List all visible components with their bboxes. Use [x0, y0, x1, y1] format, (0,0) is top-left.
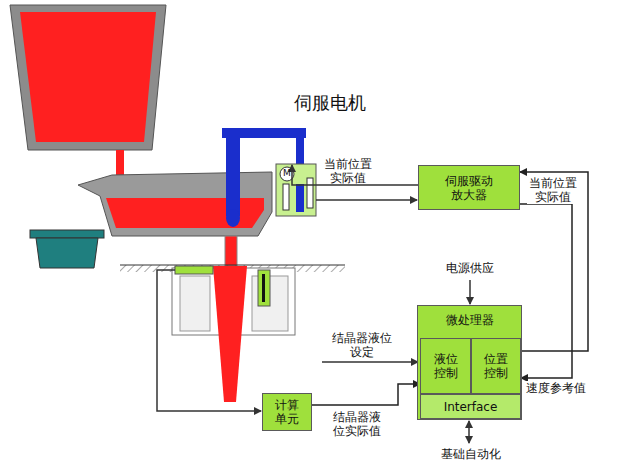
node-text: 伺服驱动 放大器 [443, 174, 495, 202]
ladle [10, 5, 166, 198]
slag-pot [30, 230, 104, 268]
connector-label: 结晶器液 位实际值 [330, 410, 384, 438]
system-label: 基础自动化 [438, 447, 504, 461]
signal-connector [520, 204, 572, 378]
node-text: Interface [426, 400, 516, 414]
power-label: 电源供应 [440, 261, 500, 275]
motor-label: 伺服电机 [282, 92, 378, 114]
control-box: 液位 控制 [420, 338, 471, 394]
node-text: 液位 控制 [432, 352, 460, 380]
signal-label: 当前位置 实际值 [322, 157, 374, 185]
control-box: 位置 控制 [471, 338, 521, 394]
signal-connector [520, 172, 588, 351]
amplifier-box: 伺服驱动 放大器 [418, 165, 520, 210]
interface-box: Interface [420, 394, 521, 419]
processor-box: 微处理器液位 控制位置 控制 Interface [417, 305, 522, 420]
mold [172, 266, 295, 402]
calculation-box: 计算 单元 [262, 393, 312, 431]
signal-connector [312, 384, 420, 405]
connector-label: 速度参考值 [524, 381, 588, 395]
node-text: 微处理器 [439, 313, 501, 327]
motor-symbol-letter: M [282, 167, 292, 179]
connector-label: 当前位置 实际值 [527, 176, 579, 204]
node-text: 位置 控制 [482, 352, 510, 380]
setpoint-label: 结晶器液位 设定 [330, 331, 394, 359]
node-text: 计算 单元 [273, 398, 301, 426]
tundish [78, 172, 272, 266]
servo-motor [276, 164, 316, 216]
